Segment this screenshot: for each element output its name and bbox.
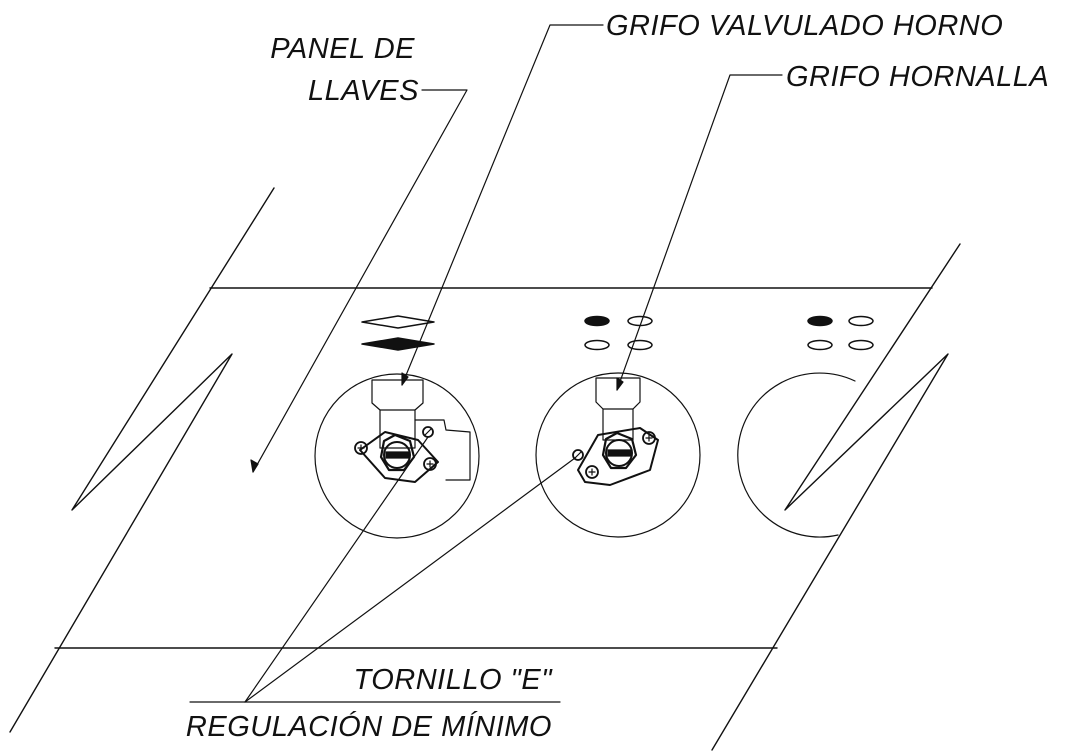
oven-valve-leader-arrow <box>401 372 409 386</box>
oven-valve-screw-1 <box>354 441 368 455</box>
third-valve-assembly <box>737 372 856 538</box>
oven-valve-screw-2 <box>423 457 437 471</box>
panel-label-line2: LLAVES <box>308 75 419 107</box>
burner-valve-label: GRIFO HORNALLA <box>786 61 1049 93</box>
panel-outline <box>9 187 961 751</box>
screw-label-line1: TORNILLO "E" <box>354 664 554 696</box>
oven-valve-body <box>371 379 424 449</box>
oven-valve-label: GRIFO VALVULADO HORNO <box>606 10 1003 42</box>
burner-valve-leader-arrow <box>616 377 624 391</box>
burner-valve-circle <box>535 372 701 538</box>
screw-label-line2: REGULACIÓN DE MÍNIMO <box>186 710 552 743</box>
burner-valve-assembly <box>535 372 701 538</box>
oven-valve-assembly <box>314 373 480 539</box>
burner-valve-min-screw <box>572 449 584 461</box>
oven-valve-side-body <box>414 419 471 481</box>
oven-valve-stem <box>383 441 411 469</box>
burner-symbol-icon-2 <box>807 315 874 351</box>
burner-symbol-icon <box>584 315 653 351</box>
burner-valve-nut <box>601 431 638 470</box>
panel-leader-line <box>252 89 468 473</box>
labels: PANEL DE LLAVES GRIFO VALVULADO HORNO GR… <box>186 10 1049 743</box>
oven-valve-stem-slot <box>385 451 410 459</box>
burner-valve-flange <box>577 427 659 486</box>
panel-leader-arrow <box>250 459 259 473</box>
oven-valve-nut <box>379 433 416 472</box>
oven-symbol-icon <box>361 315 435 351</box>
burner-valve-screw-1 <box>642 431 656 445</box>
right-break-line <box>711 243 961 751</box>
burner-valve-leader-line <box>616 74 783 391</box>
oven-valve-flange <box>359 431 439 483</box>
panel-label-line1: PANEL DE <box>270 33 415 65</box>
screw-leader-line-burner <box>244 457 576 703</box>
burner-valve-screw-2 <box>585 465 599 479</box>
screw-leader-line-oven <box>244 436 429 703</box>
left-break-line <box>9 187 275 733</box>
leader-lines <box>189 24 783 703</box>
oven-valve-leader-line <box>401 24 604 386</box>
third-valve-circle <box>737 372 856 538</box>
oven-valve-circle <box>314 373 480 539</box>
burner-valve-stem-slot <box>607 449 632 457</box>
burner-valve-stem <box>605 439 633 467</box>
